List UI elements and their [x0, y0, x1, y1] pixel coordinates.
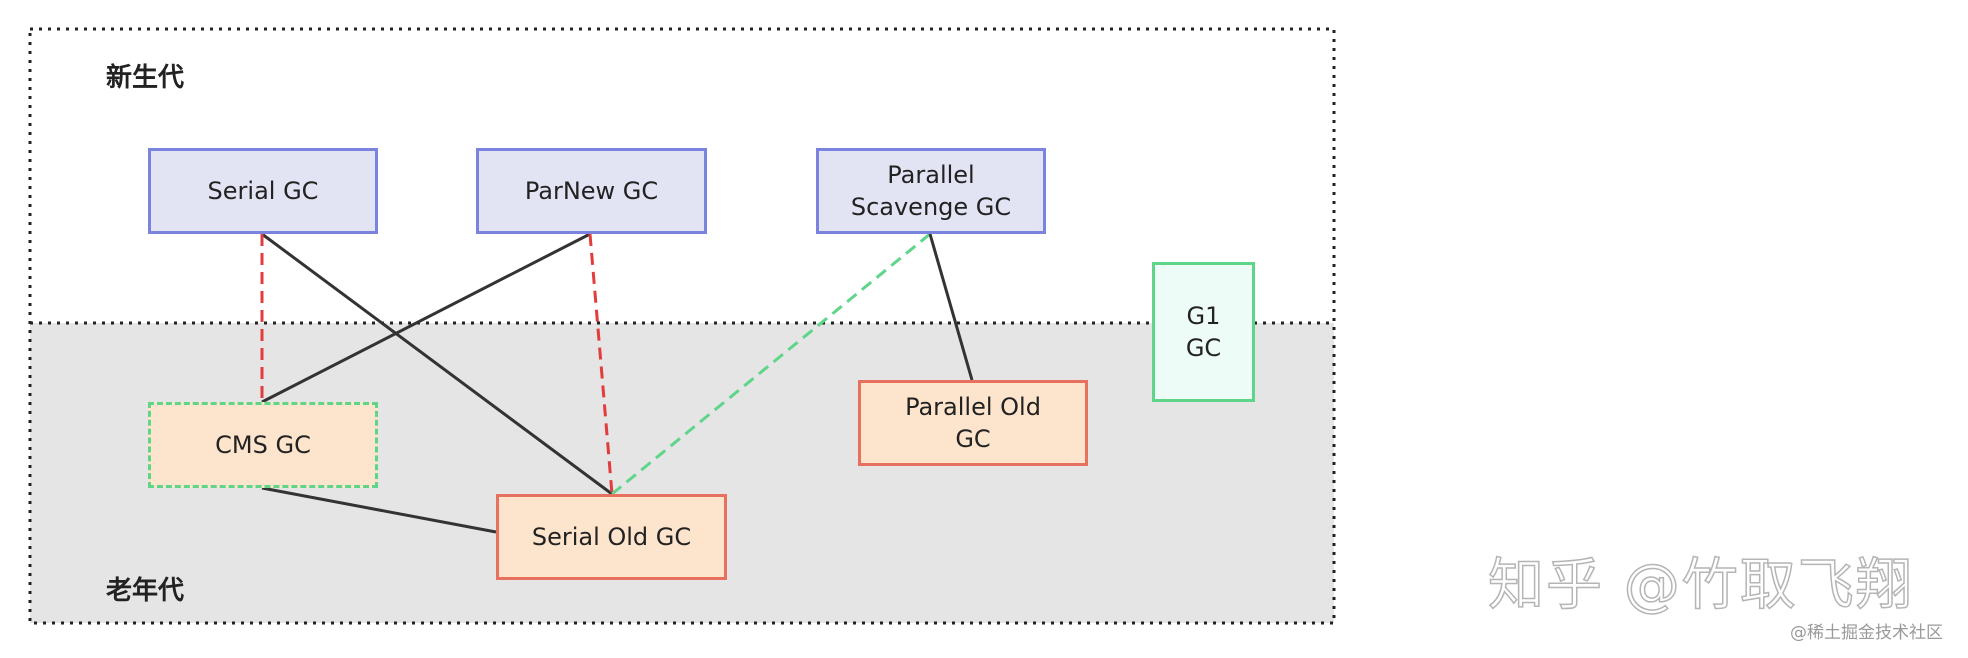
- zhihu-watermark: 知乎 @竹取飞翔: [1487, 552, 1914, 619]
- parallel-old-gc-node: Parallel Old GC: [858, 380, 1088, 466]
- edge-serial-to-serial-old: [261, 232, 613, 496]
- juejin-watermark: @稀土掘金技术社区: [1790, 623, 1943, 643]
- edge-parnew-to-cms: [261, 232, 591, 404]
- parnew-gc-node: ParNew GC: [476, 148, 707, 234]
- edges-layer: [260, 232, 974, 534]
- edge-parnew-to-serial-old: [588, 233, 614, 495]
- parallel-scavenge-gc-node: Parallel Scavenge GC: [816, 148, 1046, 234]
- g1-gc-node: G1 GC: [1152, 262, 1255, 402]
- serial-old-gc-node: Serial Old GC: [496, 494, 727, 580]
- heap-border: [28, 27, 1336, 625]
- serial-gc-node: Serial GC: [148, 148, 378, 234]
- young-generation-label: 新生代: [106, 63, 185, 93]
- old-generation-label: 老年代: [106, 576, 185, 606]
- edge-parallel-scavenge-to-parallel-old: [928, 233, 974, 381]
- edge-cms-to-serial-old: [261, 486, 497, 534]
- cms-gc-node: CMS GC: [148, 402, 378, 488]
- edge-parallel-scavenge-to-serial-old: [611, 232, 931, 496]
